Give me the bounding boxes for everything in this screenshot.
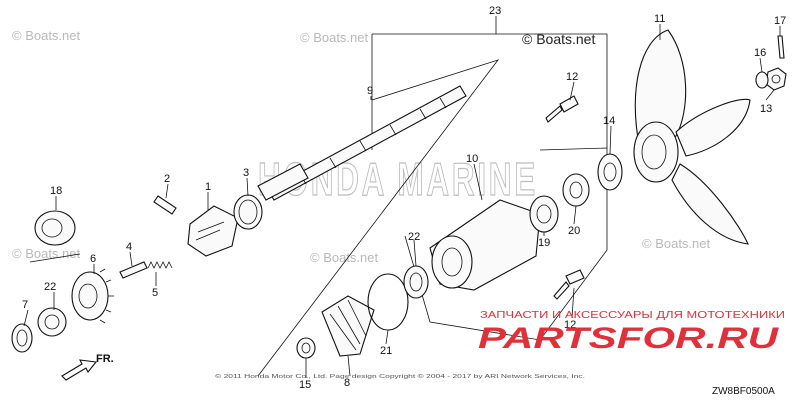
ring-3 [233,194,263,230]
watermark-top-left: © Boats.net [12,28,81,43]
callout-10: 10 [466,153,478,165]
callout-17: 17 [774,15,786,27]
callout-3: 3 [243,167,249,179]
spring-5 [147,261,173,269]
bearing-19 [529,195,559,233]
callout-16: 16 [754,47,766,59]
bolt-12-top [545,95,579,123]
store-logo: PARTSFOR.RU [478,322,780,355]
needle-bearing-22-right [403,265,429,299]
callout-13: 13 [760,103,772,115]
ball-bearing-18 [29,210,81,263]
callout-14: 14 [603,115,615,127]
needle-bearing-22-left [37,307,67,337]
callout-21: 21 [380,345,392,357]
clutch-1 [187,205,239,257]
bracket-9 [257,59,500,377]
callout-2: 2 [164,173,170,185]
watermark-top-center: © Boats.net [300,30,369,45]
pin-4 [119,261,148,279]
callout-23: 23 [489,5,501,17]
callout-9: 9 [367,85,373,97]
washer-7 [11,323,33,353]
nut-13 [765,67,787,91]
leader-lines [23,16,781,378]
watermark-left: © Boats.net [12,246,81,261]
bolt-12-bottom [553,269,585,300]
callout-19: 19 [538,237,550,249]
callout-20: 20 [568,225,580,237]
callout-1: 1 [205,181,211,193]
callout-12-top: 12 [566,71,578,83]
callout-8: 8 [344,377,350,389]
forward-label: FR. [96,353,114,365]
callout-22-right: 22 [408,231,420,243]
watermark-main: © Boats.net [522,31,595,47]
callout-5: 5 [152,287,158,299]
watermark-right: © Boats.net [642,236,711,251]
callout-12-bottom: 12 [564,319,576,331]
callout-18: 18 [50,185,62,197]
washer-16 [755,71,769,89]
callout-4: 4 [126,241,132,253]
seal-20 [562,173,590,207]
bearing-holder-10 [429,199,541,291]
watermark-center: © Boats.net [310,250,379,265]
callout-15: 15 [299,379,311,391]
forward-gear-6 [71,268,114,324]
propeller-shaft [257,85,467,201]
callout-11: 11 [654,13,665,25]
store-tagline: ЗАПЧАСТИ И АКСЕССУАРЫ ДЛЯ МОТОТЕХНИКИ [480,310,785,321]
bevel-gear-8 [321,295,375,357]
cotter-pin-17 [777,35,785,59]
callout-6: 6 [90,253,96,265]
callout-22-left: 22 [44,281,56,293]
o-ring-21 [367,273,409,331]
copyright-fine-print: © 2011 Honda Motor Co., Ltd. Page design… [215,373,585,380]
thrust-washer-14 [597,153,623,191]
diagram-code: ZW8BF0500A [712,386,775,397]
washer-15 [296,337,316,359]
bracket-23 [372,33,608,148]
pin-2 [153,195,177,215]
propeller-11 [633,29,751,245]
forward-arrow-icon: FR. [61,353,114,381]
callout-7: 7 [22,299,28,311]
